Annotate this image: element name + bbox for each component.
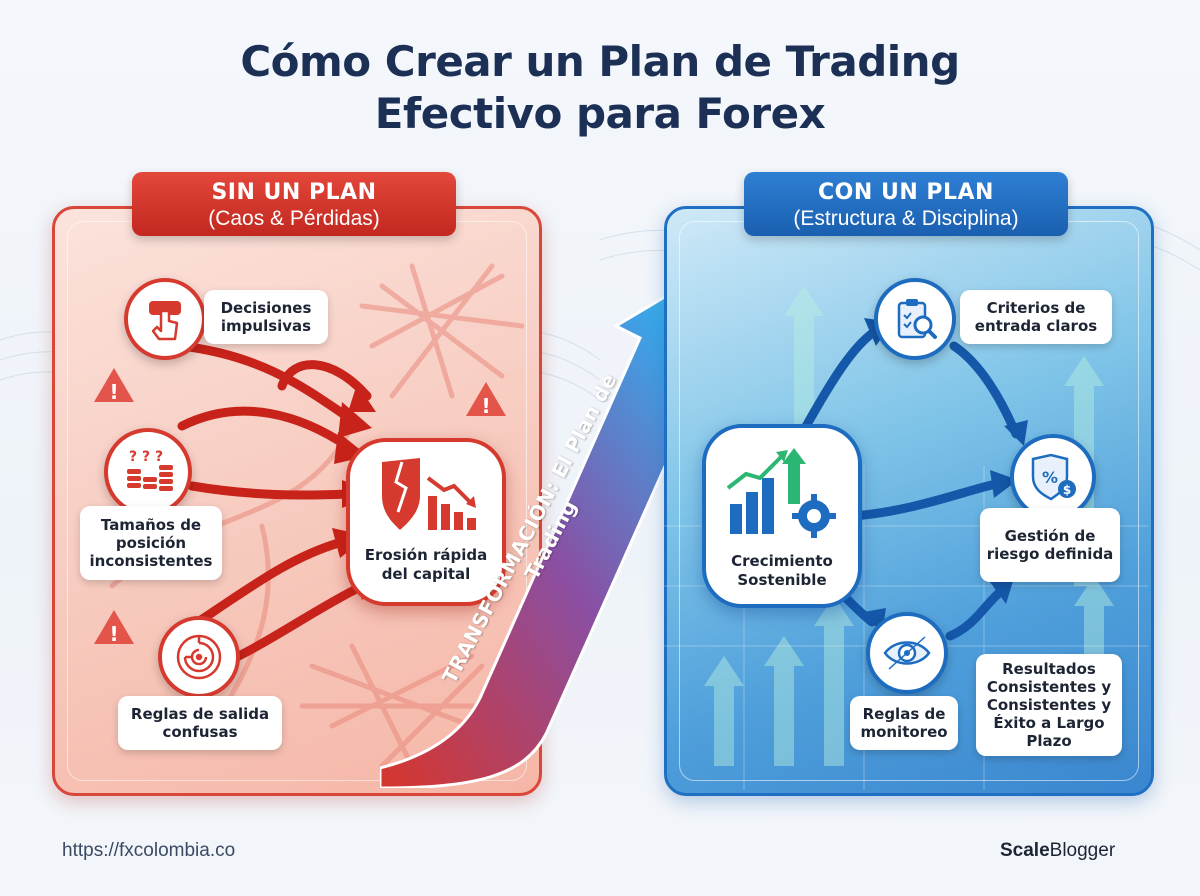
monitoring-rules-label: Reglas de monitoreo (850, 696, 958, 750)
maze-icon (158, 616, 240, 698)
svg-text:!: ! (481, 394, 490, 418)
confusing-exit-rules-label: Reglas de salida confusas (118, 696, 282, 750)
svg-text:!: ! (109, 622, 118, 646)
warning-icons: ! ! ! (94, 368, 506, 646)
svg-text:!: ! (109, 380, 118, 404)
capital-erosion-node: Erosión rápida del capital (346, 438, 506, 606)
sustainable-growth-node: Crecimiento Sostenible (702, 424, 862, 608)
source-url[interactable]: https://fxcolombia.co (62, 840, 236, 861)
with-plan-title: CON UN PLAN (818, 180, 994, 205)
sustainable-growth-label: Crecimiento Sostenible (731, 552, 833, 589)
clear-entry-criteria-label: Criterios de entrada claros (960, 290, 1112, 344)
svg-text:? ? ?: ? ? ? (129, 449, 163, 465)
growth-chart-gear-icon (726, 448, 836, 538)
shield-money-icon: % $ (1010, 434, 1096, 520)
with-plan-banner: CON UN PLAN (Estructura & Disciplina) (744, 172, 1068, 236)
no-plan-banner: SIN UN PLAN (Caos & Pérdidas) (132, 172, 456, 236)
title-line-1: Cómo Crear un Plan de Trading (240, 37, 960, 86)
eye-icon (866, 612, 948, 694)
capital-erosion-label: Erosión rápida del capital (364, 546, 488, 583)
defined-risk-management-label: Gestión de riesgo definida (980, 508, 1120, 582)
no-plan-title: SIN UN PLAN (211, 180, 377, 205)
title-line-2: Efectivo para Forex (374, 89, 826, 138)
broken-shield-declining-chart-icon (382, 458, 476, 530)
impulsive-decisions-label: Decisiones impulsivas (204, 290, 328, 344)
brand-logo: ScaleBlogger (1000, 840, 1115, 862)
pointer-click-icon (124, 278, 206, 360)
svg-text:$: $ (1063, 483, 1071, 497)
inconsistent-sizes-label: Tamaños de posición inconsistentes (80, 506, 222, 580)
no-plan-subtitle: (Caos & Pérdidas) (208, 207, 380, 230)
svg-text:%: % (1042, 468, 1058, 487)
with-plan-subtitle: (Estructura & Disciplina) (793, 207, 1019, 230)
brand-bold: Scale (1000, 840, 1050, 861)
consistent-results-label: Resultados Consistentes y Consistentes y… (976, 654, 1122, 756)
clipboard-magnifier-icon (874, 278, 956, 360)
coins-question-icon: ? ? ? (104, 428, 192, 516)
page-title: Cómo Crear un Plan de Trading Efectivo p… (0, 36, 1200, 140)
brand-rest: Blogger (1049, 840, 1116, 861)
